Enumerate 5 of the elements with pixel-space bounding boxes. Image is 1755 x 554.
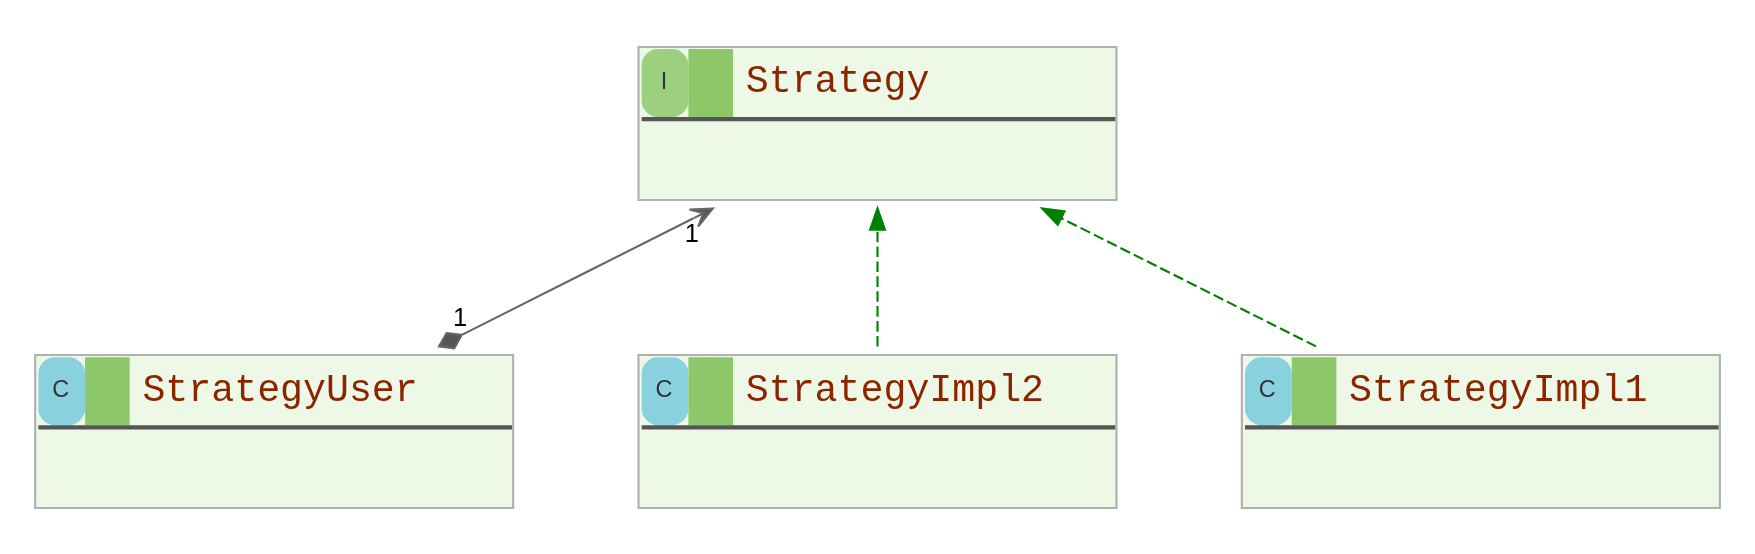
arrow [437, 206, 714, 349]
label: 1 [684, 218, 699, 247]
arrow [1039, 206, 1317, 347]
arrow [868, 204, 887, 346]
label: 1 [452, 302, 468, 331]
